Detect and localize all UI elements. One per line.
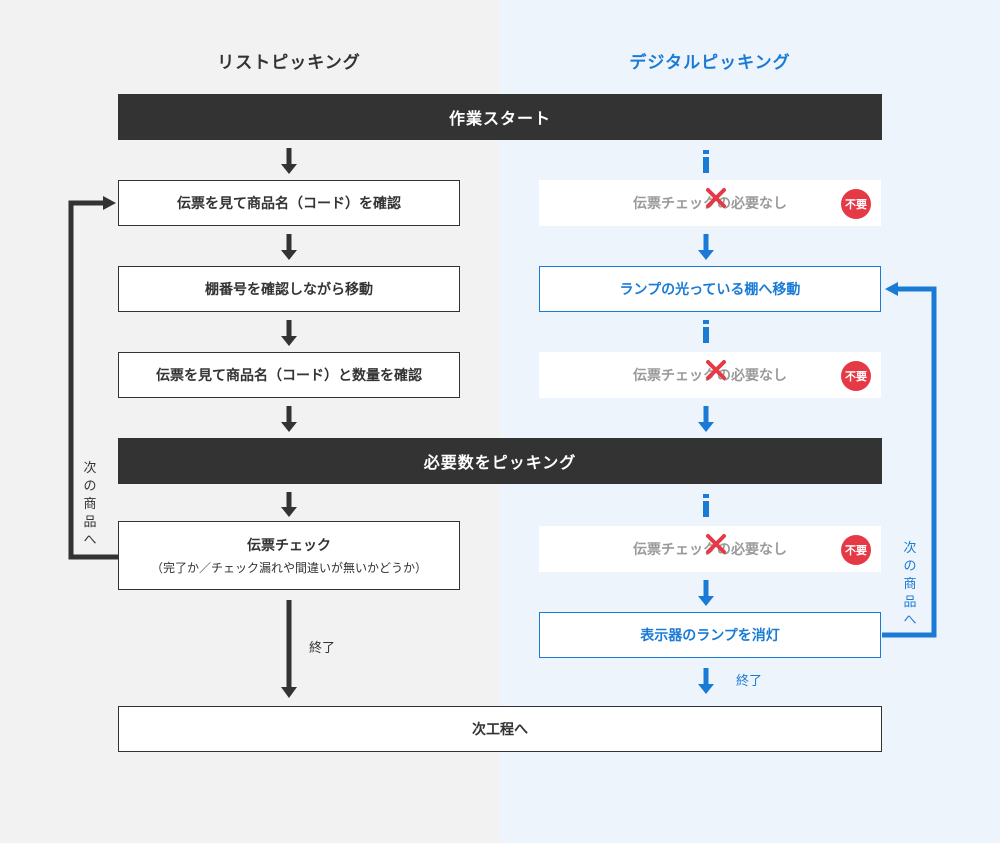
left-end-label: 終了 [309, 641, 336, 656]
left-step-check-quantity: 伝票を見て商品名（コード）と数量を確認 [118, 352, 460, 398]
left-loop-connector [68, 196, 118, 560]
right-loop-label: 次の商品へ [903, 541, 917, 628]
right-no-check-3: 伝票チェックの必要なし 不要 [539, 526, 881, 572]
cross-icon [706, 534, 726, 554]
cross-icon [706, 360, 726, 380]
not-needed-badge: 不要 [841, 535, 871, 565]
left-step-slip-check: 伝票チェック （完了か／チェック漏れや間違いが無いかどうか） [118, 521, 460, 590]
left-loop-label: 次の商品へ [83, 461, 97, 548]
left-step-check-product: 伝票を見て商品名（コード）を確認 [118, 180, 460, 226]
not-needed-badge: 不要 [841, 189, 871, 219]
right-end-label: 終了 [736, 674, 763, 689]
left-down-arrows [281, 148, 297, 698]
right-loop-connector [882, 282, 937, 638]
not-needed-badge: 不要 [841, 361, 871, 391]
cross-icon [706, 188, 726, 208]
left-step-move-shelf: 棚番号を確認しながら移動 [118, 266, 460, 312]
list-picking-title: リストピッキング [217, 53, 361, 73]
right-down-arrows [698, 234, 714, 694]
start-bar: 作業スタート [118, 94, 882, 140]
right-step-lamp-off: 表示器のランプを消灯 [539, 612, 881, 658]
slip-check-title: 伝票チェック [247, 538, 331, 554]
digital-picking-background [500, 0, 1000, 843]
digital-picking-title: デジタルピッキング [629, 53, 791, 73]
slip-check-subtitle: （完了か／チェック漏れや間違いが無いかどうか） [150, 561, 427, 575]
pick-bar: 必要数をピッキング [118, 438, 882, 484]
right-step-move-lit-shelf: ランプの光っている棚へ移動 [539, 266, 881, 312]
next-process-box: 次工程へ [118, 706, 882, 752]
list-picking-background [0, 0, 500, 843]
right-no-check-2: 伝票チェックの必要なし 不要 [539, 352, 881, 398]
right-no-check-1: 伝票チェックの必要なし 不要 [539, 180, 881, 226]
right-dotted-connectors [703, 150, 709, 517]
